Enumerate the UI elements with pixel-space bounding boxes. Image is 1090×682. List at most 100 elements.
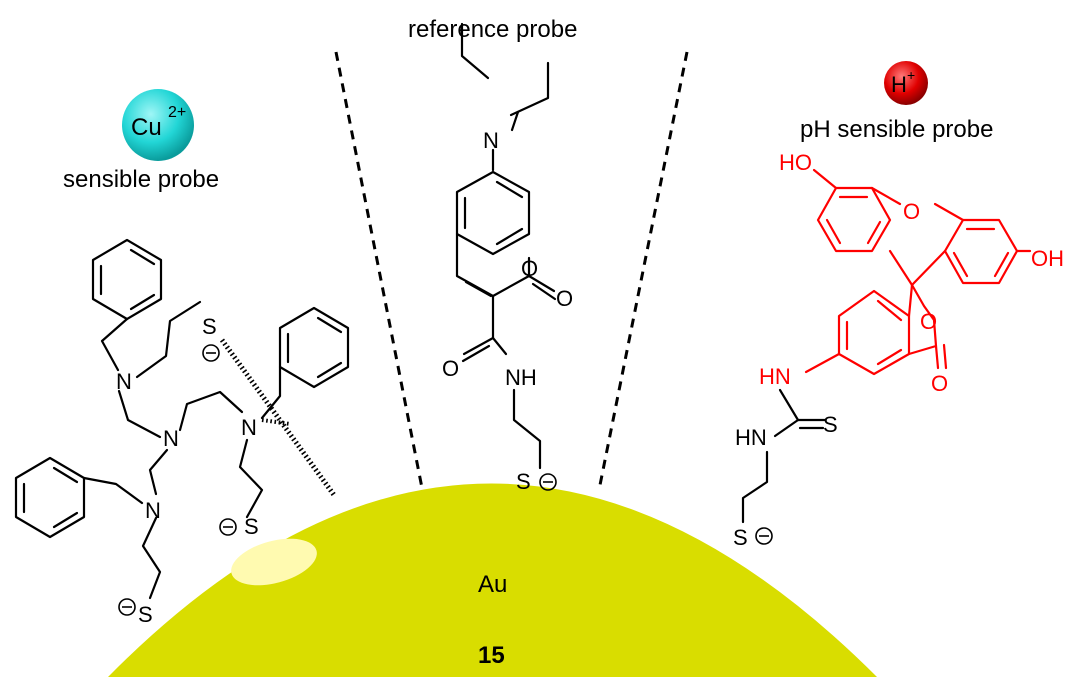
thiol-s4-atom: S [138,602,153,627]
spiro-benzo-bond [907,283,914,318]
n1-thio-chain [135,300,202,379]
n2-n4-chain [148,448,169,496]
copper-ion-charge: 2+ [168,104,186,121]
n2-n3-chain [178,390,244,432]
carbonyl-o-atom: O [556,286,573,311]
thiol-s4-charge [118,598,136,616]
benzyl-left-ch2 [82,476,144,505]
lactone-carbonyl-2 [942,343,948,370]
n3-thio-chain [238,438,264,519]
benzyl-right-inner-3 [316,361,343,379]
thiol-s1-charge [202,344,220,362]
ph-probe-title: pH sensible probe [800,116,993,143]
phenol-left-inner-2 [825,218,842,245]
ethyl-left-bond [460,22,490,80]
thiourea-s-atom: S [823,412,838,437]
xanthene-o-atom: O [903,199,920,224]
amine-n-atom: N [483,128,499,153]
gold-label: Au [478,571,507,598]
gold-sphere [108,483,877,677]
nh-benzo-bond [804,352,841,374]
proton-ion-sphere [884,61,928,105]
compound-number: 15 [478,642,505,669]
phenol-right-inner-3 [952,251,969,278]
lactone-o-atom: O [920,309,937,334]
amide-n-bond [491,336,508,356]
n1-n2-chain [117,389,162,439]
thiourea-nh2-bond [773,418,800,438]
amine-n3-atom: N [241,415,257,440]
benzyl-left-inner-3 [52,511,79,529]
carbonyl-bond [527,274,556,293]
benzene-inner-3 [495,227,524,246]
hydroxy-right-atom: OH [1031,246,1064,271]
thiol-s1-atom: S [202,314,217,339]
proton-ion: H + [884,61,928,105]
benzyl-ring-top [91,238,163,321]
thiolate-s-atom: S [516,469,531,494]
benzyl-right-ch2 [260,365,282,420]
amide-nh-atom: NH [505,365,537,390]
thiourea-nh-red: HN [759,364,791,389]
lactone-carbonyl-o: O [931,371,948,396]
proton-ion-charge: + [907,67,915,83]
gold-highlight [231,538,317,586]
separator-right [597,51,689,491]
thiourea-linker-chain [741,450,769,524]
benzyl-ring-right [278,306,350,389]
pyranone-inner [464,280,493,298]
coordination-bond-n [261,418,291,426]
ho-left-bond [812,168,838,190]
xanthene-o-bond-left [870,186,902,206]
amine-n2-atom: N [163,426,179,451]
xanthene-o-bond-right [933,202,965,222]
benzo-inner-3 [876,348,903,366]
ethyl-right-chain [509,61,550,117]
spiro-bond-right [910,249,947,287]
thiolate-s2-charge [755,527,773,545]
pyranone-ring [455,232,531,298]
benzyl-top-inner-2 [129,248,156,266]
benzo-ring [837,289,911,376]
copper-ion-sphere [122,89,194,161]
phenol-right-inner-2 [993,251,1010,278]
thiourea-nh-bond [778,388,800,422]
separator-lines [334,51,689,491]
benzyl-ring-left [14,456,86,539]
n4-thio-chain [141,516,162,600]
ring-o-atom: O [521,256,538,281]
cu-probe-title: sensible probe [63,166,219,193]
coordination-bond-s [219,338,337,497]
lactone-carbonyl-1 [934,344,940,370]
benzo-inner-2 [876,299,903,322]
amine-n4-atom: N [145,498,161,523]
benzyl-top-inner-3 [129,293,156,311]
coumarin-benzene-ring [455,170,531,256]
copper-ion-symbol: Cu [131,114,162,141]
fluorescein-probe: HO O OH O O HN S [733,150,1064,550]
thiourea-nh-black: HN [735,425,767,450]
amine-n1-atom: N [116,369,132,394]
separator-left [334,51,424,489]
ethyl-right-bond [510,110,520,132]
benzyl-top-ch2 [100,317,129,372]
carbonyl-bond-2 [531,282,557,301]
amide-co-2 [461,344,491,363]
coumarin-probe: N O O O NH S [442,22,573,494]
linker-chain [512,388,542,470]
proton-ion-symbol: H [891,72,907,97]
amide-o-atom: O [442,356,459,381]
reference-probe-title: reference probe [408,16,577,43]
lactone-ring [907,283,938,356]
thiol-s3-atom: S [244,514,259,539]
phenol-left-inner-3 [866,220,882,245]
gold-nanoparticle: Au 15 [108,483,877,677]
amide-co-1 [462,336,495,356]
spiro-bond-left [888,249,914,287]
thiolate-s2-atom: S [733,525,748,550]
thiol-s3-charge [219,518,237,536]
benzyl-left-inner-2 [52,466,79,484]
thiolate-charge [539,473,557,491]
